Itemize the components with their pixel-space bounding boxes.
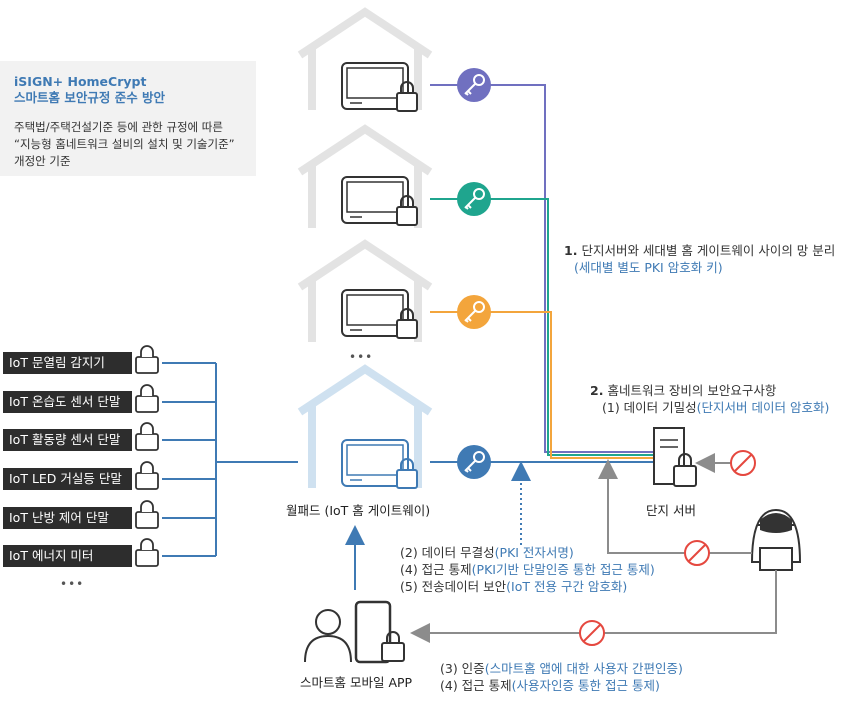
mid-l2-prefix: (4) 접근 통제 — [400, 562, 472, 577]
req1-sub: (세대별 별도 PKI 암호화 키) — [574, 260, 723, 275]
device-label: IoT LED 거실등 단말 — [3, 468, 132, 490]
device-label: IoT 활동량 센서 단말 — [3, 429, 132, 451]
req2-num: 2. — [590, 383, 604, 398]
lock-icon — [135, 345, 159, 374]
info-title: iSIGN+ HomeCrypt 스마트홈 보안규정 준수 방안 — [14, 74, 165, 106]
mid-l1-prefix: (2) 데이터 무결성 — [400, 545, 495, 560]
bottom-l2-prefix: (4) 접근 통제 — [440, 678, 512, 693]
key-icon — [457, 68, 491, 102]
info-title-line1: iSIGN+ HomeCrypt — [14, 74, 147, 89]
mid-l1-blue: (PKI 전자서명) — [494, 545, 574, 560]
info-body-line3: 개정안 기준 — [14, 154, 71, 168]
device-label: IoT 문열림 감지기 — [3, 352, 132, 374]
info-box — [0, 61, 256, 176]
req2-sub-blue: (단지서버 데이터 암호화) — [696, 400, 830, 415]
lock-icon — [135, 422, 159, 451]
device-label: IoT 온습도 센서 단말 — [3, 391, 132, 413]
mid-l2-blue: (PKI기반 단말인증 통한 접근 통제) — [471, 562, 655, 577]
bottom-l1-blue: (스마트홈 앱에 대한 사용자 간편인증) — [484, 661, 683, 676]
block-icon — [684, 540, 710, 566]
lock-icon — [135, 384, 159, 413]
monitor-icon — [341, 62, 418, 112]
req1-num: 1. — [564, 243, 578, 258]
bottom-requirements: (3) 인증(스마트홈 앱에 대한 사용자 간편인증) (4) 접근 통제(사용… — [440, 660, 683, 694]
info-body-line1: 주택법/주택건설기준 등에 관한 규정에 따른 — [14, 120, 223, 134]
key-icon — [457, 295, 491, 329]
req1: 1. 단지서버와 세대별 홈 게이트웨이 사이의 망 분리 (세대별 별도 PK… — [564, 242, 835, 276]
block-icon — [730, 450, 756, 476]
info-body-line2: “지능형 홈네트워크 설비의 설치 및 기술기준” — [14, 137, 235, 151]
server-icon — [653, 427, 697, 487]
user-icon — [304, 609, 352, 663]
device-label: IoT 에너지 미터 — [3, 545, 132, 567]
req2: 2. 홈네트워크 장비의 보안요구사항 (1) 데이터 기밀성(단지서버 데이터… — [590, 382, 829, 416]
wallpad-label: 월패드 (IoT 홈 게이트웨이) — [286, 503, 431, 518]
phone-icon — [354, 600, 405, 664]
mid-requirements: (2) 데이터 무결성(PKI 전자서명) (4) 접근 통제(PKI기반 단말… — [400, 544, 655, 595]
mid-l3-blue: (IoT 전용 구간 암호화) — [506, 579, 628, 594]
devices-more: ••• — [60, 577, 85, 591]
server-label: 단지 서버 — [646, 503, 696, 518]
info-body: 주택법/주택건설기준 등에 관한 규정에 따른 “지능형 홈네트워크 설비의 설… — [14, 119, 235, 170]
app-label: 스마트홈 모바일 APP — [300, 675, 413, 690]
lock-icon — [135, 538, 159, 567]
monitor-icon — [341, 289, 418, 339]
req2-sub-prefix: (1) 데이터 기밀성 — [602, 400, 697, 415]
lock-icon — [135, 500, 159, 529]
houses-more: ••• — [349, 350, 374, 364]
req1-text: 단지서버와 세대별 홈 게이트웨이 사이의 망 분리 — [581, 243, 836, 258]
block-icon — [579, 620, 605, 646]
device-bus — [162, 362, 298, 557]
lock-icon — [135, 461, 159, 490]
device-label: IoT 난방 제어 단말 — [3, 507, 132, 529]
key-icon — [457, 182, 491, 216]
mid-l3-prefix: (5) 전송데이터 보안 — [400, 579, 507, 594]
bottom-l2-blue: (사용자인증 통한 접근 통제) — [511, 678, 660, 693]
info-title-line2: 스마트홈 보안규정 준수 방안 — [14, 90, 166, 105]
bottom-l1-prefix: (3) 인증 — [440, 661, 485, 676]
monitor-icon — [341, 439, 418, 489]
monitor-icon — [341, 176, 418, 226]
req2-text: 홈네트워크 장비의 보안요구사항 — [607, 383, 777, 398]
hacker-icon — [750, 508, 802, 571]
key-icon — [457, 445, 491, 479]
